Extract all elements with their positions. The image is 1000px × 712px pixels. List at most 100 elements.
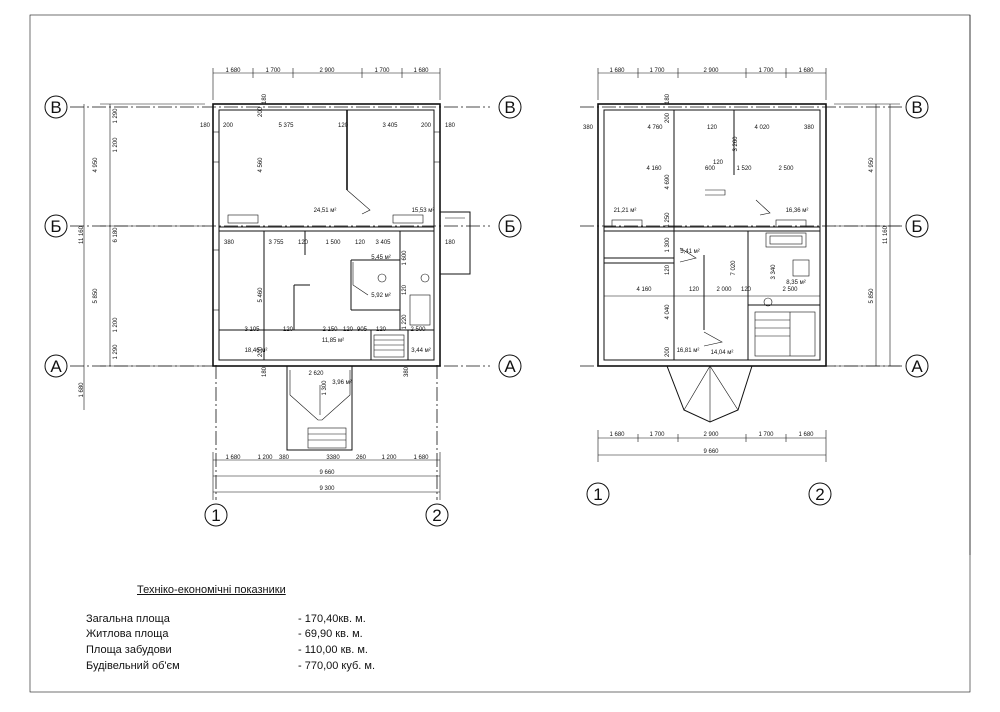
tep-label: Загальна площа (86, 613, 170, 625)
axis-marker-a-right (498, 354, 522, 378)
p1-bottom-dim: 3380 (326, 455, 340, 461)
p1-bottom-dim: 1 200 (257, 455, 273, 461)
p2-inner-dim: 2 500 (782, 287, 798, 293)
p2-top-dim-5: 1 680 (798, 68, 814, 74)
p1-top-dim-5: 1 680 (413, 68, 429, 74)
axis-label: В (50, 98, 61, 117)
p1-bottom-total-1: 9 660 (319, 470, 335, 476)
p2-bottom-dim: 1 700 (649, 432, 665, 438)
axis-grid: В В Б Б А А В Б А 1 2 1 2 (44, 95, 929, 527)
p1-left-dim: 1 290 (113, 344, 119, 360)
p1-inner-dim: 380 (224, 240, 235, 246)
p1-inner-dim: 180 (445, 240, 456, 246)
tep-title: Техніко-економічні показники (137, 584, 286, 596)
p2-bottom-total: 9 660 (703, 449, 719, 455)
p2-area-bath: 8,35 м² (786, 280, 805, 286)
tep-row: Житлова площа - 69,90 кв. м. (86, 628, 506, 643)
p2-right-dim: 4 950 (869, 157, 875, 173)
p2-inner-dim: 4 760 (647, 125, 663, 131)
p1-inner-dim: 1 500 (325, 240, 341, 246)
p2-outer-wall (597, 103, 827, 367)
p2-top-dim-2: 1 700 (649, 68, 665, 74)
p2-area-room-1: 21,21 м² (614, 208, 637, 214)
axis-marker-a-left (44, 354, 68, 378)
p2-inner-dim: 120 (741, 287, 752, 293)
p2-inner-dim: 2 500 (778, 166, 794, 172)
p2-inner-dim: 3 260 (733, 136, 739, 152)
p1-area-hall: 5,45 м² (371, 255, 390, 261)
tep-label: Площа забудови (86, 644, 172, 656)
p1-inner-dim: 120 (376, 327, 387, 333)
tep-value: - 170,40кв. м. (298, 613, 366, 625)
p1-inner-dim: 200 (258, 346, 264, 357)
axis-label: Б (911, 217, 922, 236)
p2-inner-wall-line (603, 109, 821, 361)
axis-label: 2 (815, 485, 824, 504)
p2-inner-dim: 4 040 (665, 304, 671, 320)
p1-left-dim: 1 290 (113, 108, 119, 124)
p2-inner-dim: 200 (665, 346, 671, 357)
p1-inner-dim: 3 405 (382, 123, 398, 129)
axis-label: А (504, 357, 516, 376)
tep-label: Будівельний об'єм (86, 660, 180, 672)
p1-bottom-dim: 1 680 (413, 455, 429, 461)
plan-ground-floor: 1 680 1 700 2 900 1 700 1 680 (79, 68, 471, 500)
axis-marker-a-p2 (905, 354, 929, 378)
axis-marker-2-p2 (808, 482, 832, 506)
p1-area-bath: 5,92 м² (371, 293, 390, 299)
axis-marker-v-p2 (905, 95, 929, 119)
p2-area-room-2: 16,36 м² (786, 208, 809, 214)
p1-inner-dim: 120 (355, 240, 366, 246)
p1-inner-dim: 120 (338, 123, 349, 129)
p1-area-kitchen: 15,53 м² (412, 208, 435, 214)
p1-bottom-total-2: 9 300 (319, 486, 335, 492)
p1-area-porch: 3,96 м² (332, 380, 351, 386)
axis-marker-1-p2 (586, 482, 610, 506)
p2-inner-dim: 1 250 (665, 212, 671, 228)
p1-inner-dim: 120 (298, 240, 309, 246)
p1-inner-dim: 200 (223, 123, 234, 129)
p1-inner-dim: 1 220 (402, 314, 408, 330)
plan-first-floor: 1 680 1 700 2 900 1 700 1 680 (583, 68, 900, 462)
axis-label: А (911, 357, 923, 376)
p2-inner-dim: 180 (665, 93, 671, 104)
p2-inner-dim: 4 160 (636, 287, 652, 293)
p1-inner-dim: 3 105 (244, 327, 260, 333)
p2-inner-dim: 1 520 (736, 166, 752, 172)
p1-top-dim-3: 2 900 (319, 68, 335, 74)
tep-value: - 110,00 кв. м. (298, 644, 368, 656)
tep-value: - 69,90 кв. м. (298, 628, 363, 640)
p1-bottom-dim: 1 680 (225, 455, 241, 461)
p2-bottom-dim: 1 680 (798, 432, 814, 438)
p1-left-dim: 6 180 (113, 227, 119, 243)
p1-inner-dim: 2 500 (410, 327, 426, 333)
p1-left-dim: 1 680 (79, 382, 85, 398)
p1-left-dim: 1 200 (113, 137, 119, 153)
p1-top-dim-2: 1 700 (265, 68, 281, 74)
p2-inner-dim: 7 020 (731, 260, 737, 276)
p1-left-dim: 11 160 (79, 225, 85, 244)
p1-inner-dim: 1 300 (322, 380, 328, 396)
p2-inner-dim: 4 690 (665, 174, 671, 190)
axis-label: Б (504, 217, 515, 236)
p2-inner-dim: 120 (707, 125, 718, 131)
p1-inner-dim: 180 (445, 123, 456, 129)
p2-inner-dim: 2 000 (716, 287, 732, 293)
tep-value: - 770,00 куб. м. (298, 660, 376, 672)
axis-marker-1-p1 (204, 503, 228, 527)
p1-inner-dim: 1 600 (402, 250, 408, 266)
p1-bottom-dim: 380 (279, 455, 290, 461)
axis-label: В (504, 98, 515, 117)
p1-left-dim: 4 950 (93, 157, 99, 173)
p1-inner-dim: 4 560 (258, 157, 264, 173)
p2-bottom-dim: 1 700 (758, 432, 774, 438)
p2-bottom-dim: 2 900 (703, 432, 719, 438)
p2-inner-dim: 380 (583, 125, 594, 131)
tep-row: Загальна площа - 170,40кв. м. (86, 613, 506, 628)
p1-inner-dim: 905 (357, 327, 368, 333)
p1-inner-dim: 180 (262, 366, 268, 377)
p2-top-dim-4: 1 700 (758, 68, 774, 74)
p1-inner-dim: 5 460 (258, 287, 264, 303)
